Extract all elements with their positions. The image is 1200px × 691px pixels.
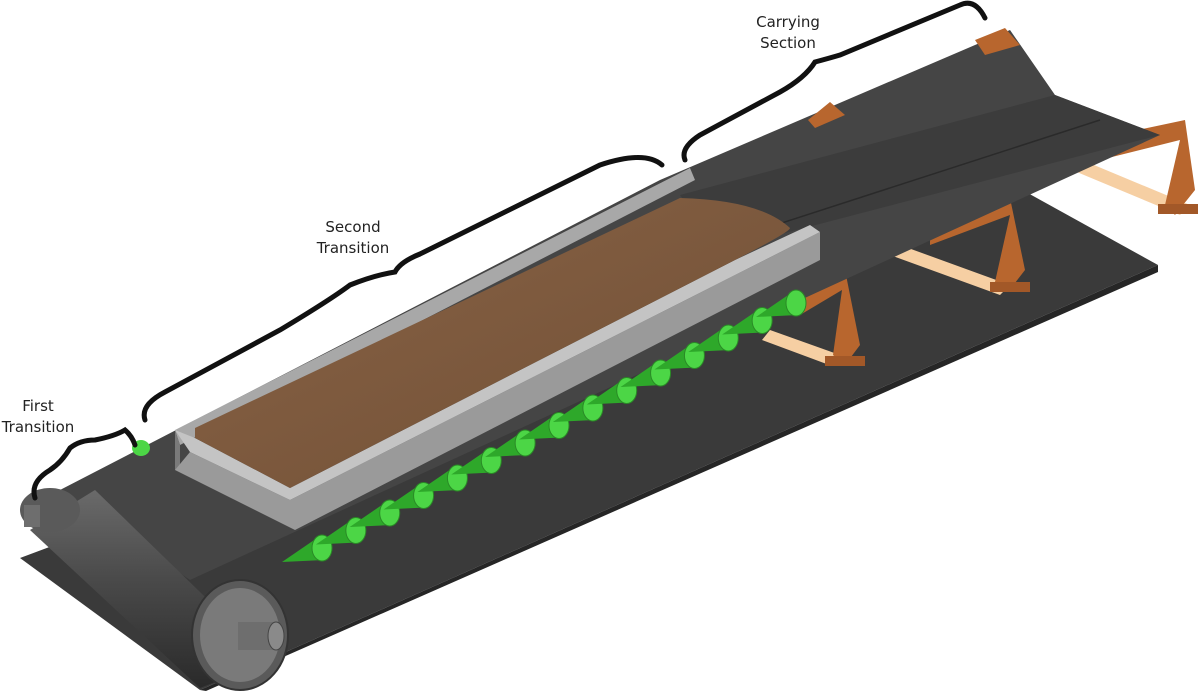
bulk-material	[195, 198, 790, 488]
impact-idler	[785, 289, 807, 317]
first-transition-label-line2: Transition	[1, 418, 75, 436]
carrying-section-label-line2: Section	[760, 34, 816, 52]
second-transition-label: Second Transition	[298, 217, 408, 259]
return-belt	[20, 186, 1158, 690]
skirt-board-front	[175, 232, 820, 530]
carrying-section-label-line1: Carrying	[756, 13, 820, 31]
first-transition-brace	[31, 426, 138, 501]
second-transition-brace	[141, 155, 665, 423]
skirt-board-left-face	[175, 430, 180, 470]
head-pulley	[20, 488, 289, 691]
belt-centerline	[759, 119, 1101, 231]
return-belt-edge	[200, 265, 1158, 691]
skirt-board-left	[175, 168, 695, 445]
second-transition-label-line1: Second	[325, 218, 381, 236]
brace-icon	[31, 0, 988, 501]
skirt-board-top	[175, 225, 820, 500]
first-transition-label: First Transition	[0, 396, 76, 438]
wing-idler-rear	[808, 28, 1020, 128]
carrying-section-brace	[681, 0, 988, 163]
first-transition-label-line1: First	[22, 397, 54, 415]
carrying-section-label: Carrying Section	[738, 12, 838, 54]
second-transition-label-line2: Transition	[316, 239, 390, 257]
impact-idlers	[132, 289, 807, 562]
carrying-belt-trough	[680, 95, 1160, 250]
